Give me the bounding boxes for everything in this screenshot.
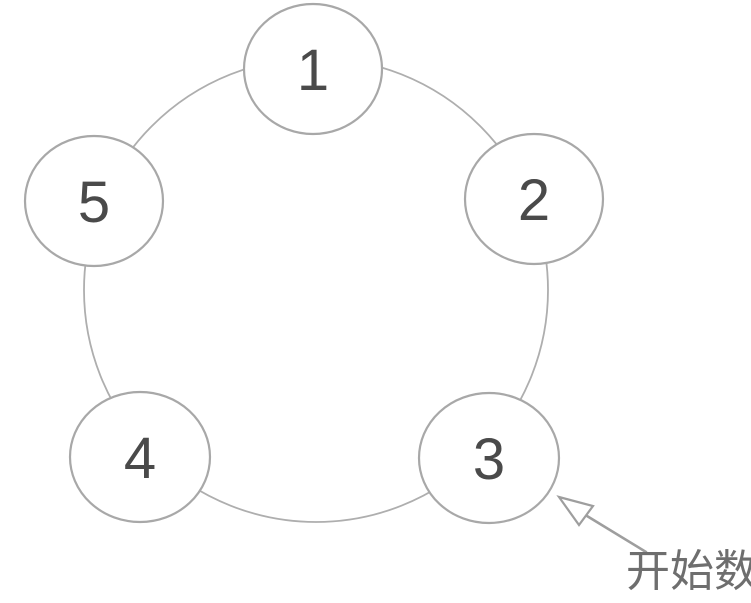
arrow-head-icon (556, 495, 595, 527)
arrow-shaft-line (585, 514, 648, 554)
node-2: 2 (463, 132, 605, 266)
node-4-label: 4 (124, 426, 156, 491)
start-arrow (556, 495, 648, 554)
node-5-label: 5 (78, 170, 110, 235)
node-5-circle (23, 134, 165, 268)
node-2-label: 2 (518, 168, 550, 233)
node-1: 1 (242, 2, 384, 136)
node-3: 3 (417, 391, 561, 525)
start-annotation-label: 开始数 (626, 547, 751, 596)
node-3-label: 3 (473, 427, 505, 492)
node-1-label: 1 (297, 38, 329, 103)
node-1-circle (242, 2, 384, 136)
node-2-circle (463, 132, 605, 266)
node-4: 4 (68, 390, 212, 524)
node-4-circle (68, 390, 212, 524)
node-3-circle (417, 391, 561, 525)
node-5: 5 (23, 134, 165, 268)
